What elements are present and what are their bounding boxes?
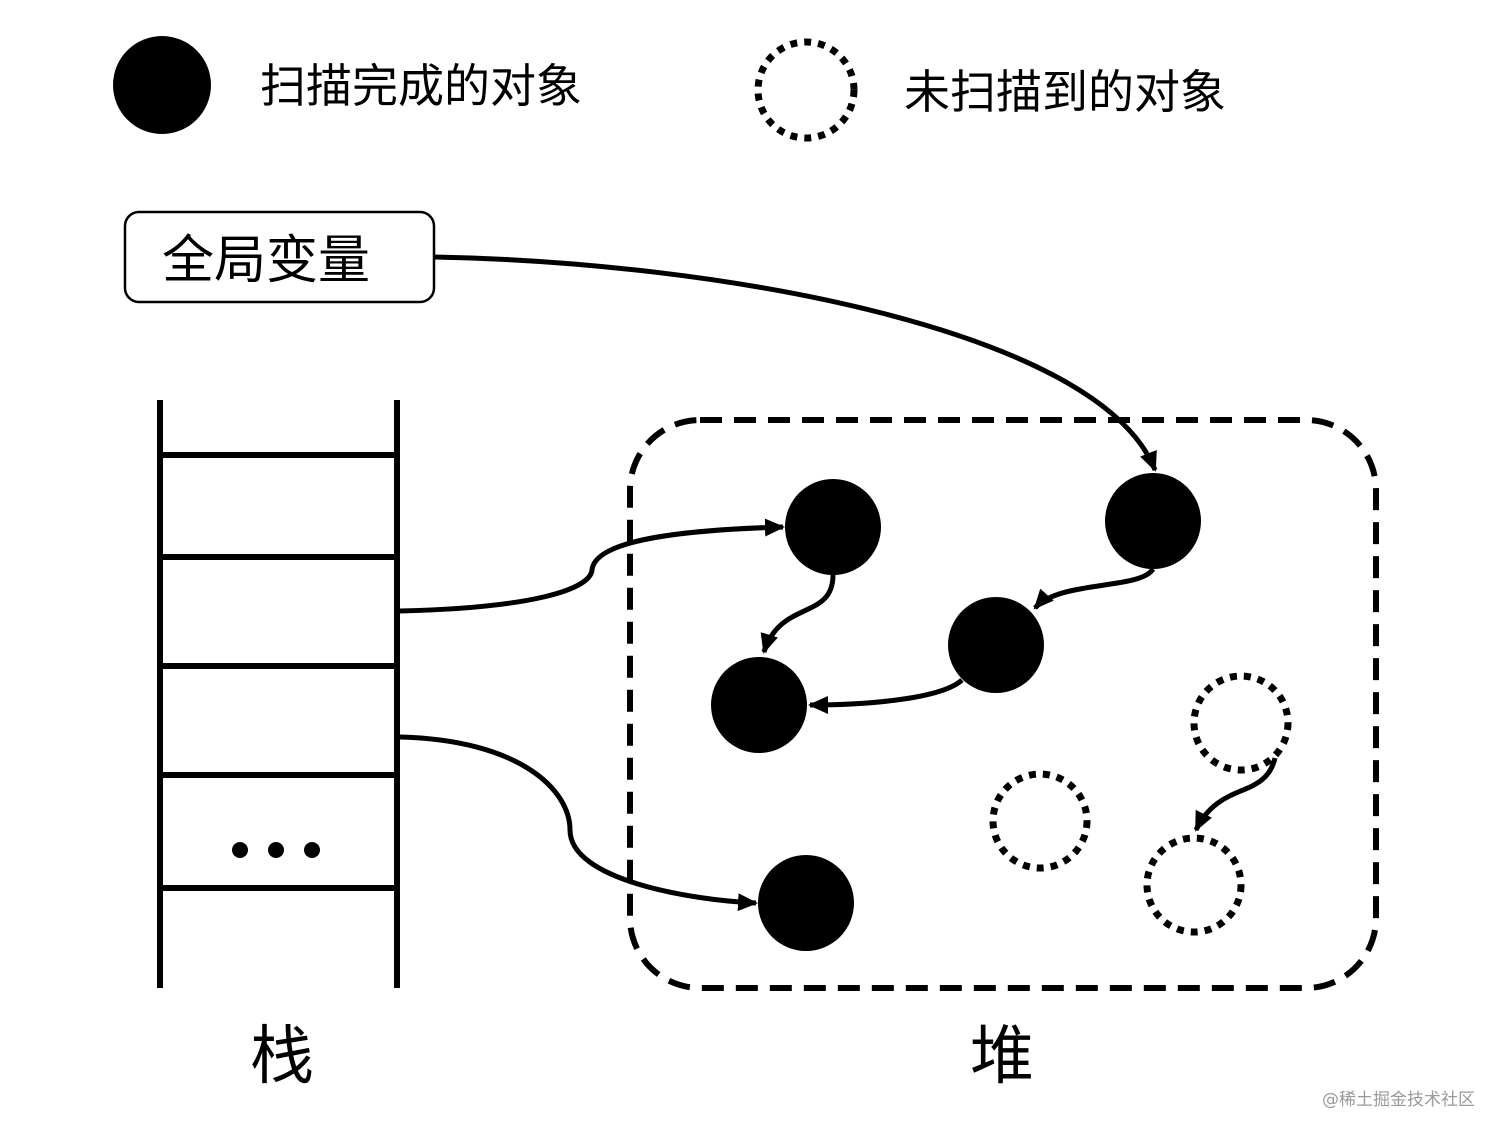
stack-label: 栈 <box>250 1020 314 1094</box>
heap: 堆 <box>627 417 1379 1094</box>
scanned-object <box>758 855 854 951</box>
global-variable-box: 全局变量 <box>123 210 436 304</box>
global-variable-label: 全局变量 <box>162 231 370 291</box>
scanned-object <box>785 479 881 575</box>
heap-label: 堆 <box>970 1020 1034 1094</box>
unscanned-object <box>1143 834 1245 936</box>
arrow-stack-to-object <box>399 518 785 614</box>
arrow-object-to-object <box>808 678 964 714</box>
unscanned-object <box>1190 672 1292 774</box>
scanned-object <box>1105 473 1201 569</box>
arrow-object-to-object <box>1033 567 1156 610</box>
legend-unscanned-circle <box>754 38 858 142</box>
unscanned-object <box>989 770 1091 872</box>
scanned-object <box>711 657 807 753</box>
arrow-object-to-object <box>760 574 836 654</box>
legend: 扫描完成的对象 未扫描到的对象 <box>113 36 1226 142</box>
legend-scanned-circle <box>113 36 211 134</box>
stack-ellipsis <box>232 842 320 858</box>
arrow-stack-to-object <box>399 734 758 912</box>
legend-unscanned-label: 未扫描到的对象 <box>904 65 1226 119</box>
heap-boundary <box>627 417 1379 991</box>
watermark: @稀土掘金技术社区 <box>1322 1090 1475 1110</box>
arrow-global-to-heap <box>433 254 1158 472</box>
reference-arrows <box>399 254 1278 912</box>
stack: 栈 <box>157 400 400 1094</box>
legend-scanned-label: 扫描完成的对象 <box>260 59 582 113</box>
scanned-object <box>948 597 1044 693</box>
arrow-unscanned-to-unscanned <box>1193 757 1278 832</box>
